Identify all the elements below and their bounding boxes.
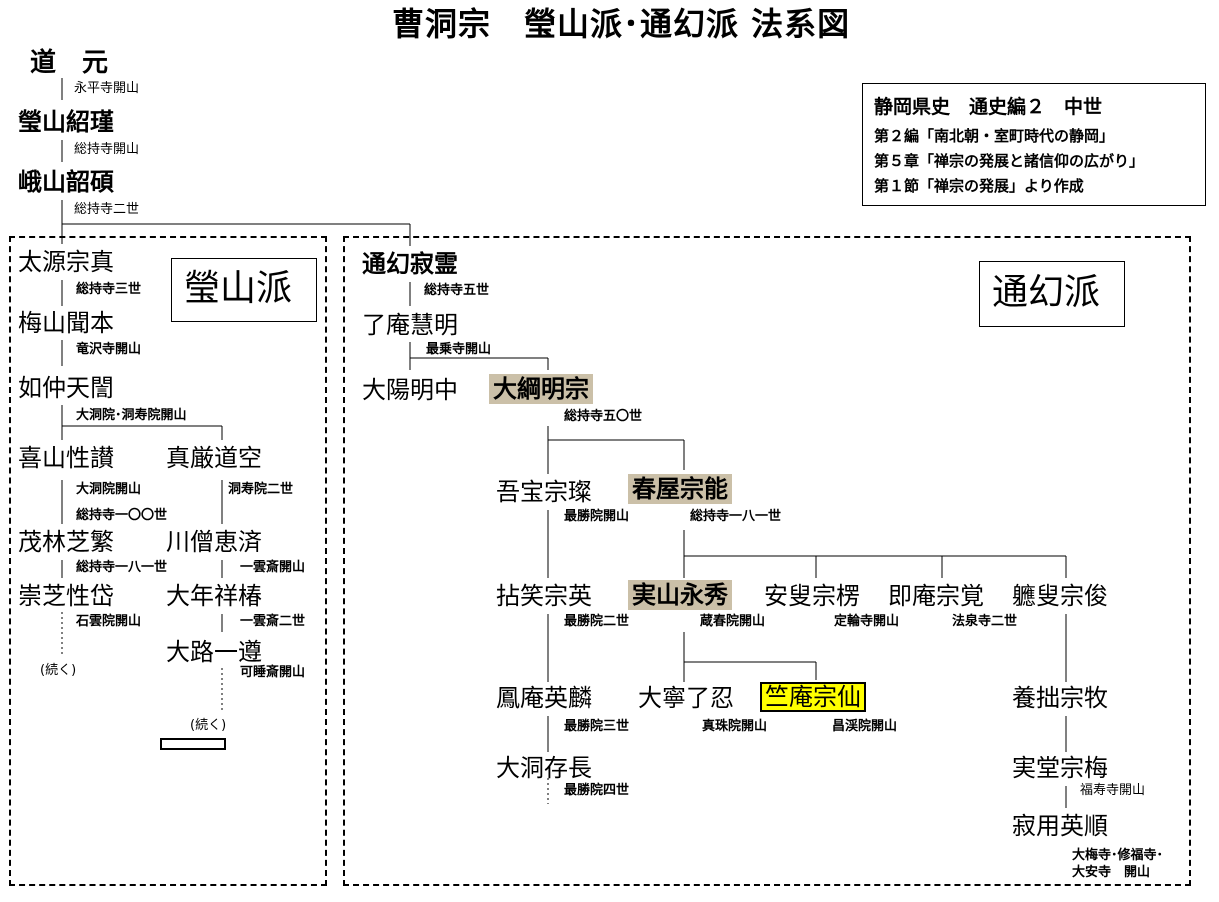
monk-name-daiko: 大綱明宗: [489, 374, 593, 404]
monk-name-baisan: 梅山聞本: [18, 309, 114, 337]
source-line-3: 第５章「禅宗の発展と諸信仰の広がり」: [874, 152, 1145, 170]
monk-note-ansou: 定輪寺開山: [834, 614, 900, 629]
monk-note-houan: 最勝院三世: [564, 719, 630, 734]
tsugen-group-frame: [343, 236, 1191, 886]
monk-name-yosetsu: 養拙宗牧: [1012, 684, 1108, 712]
continued-keizan-left: (続く): [40, 663, 77, 678]
monk-note-chikuan: 昌渓院開山: [832, 719, 898, 734]
monk-name-gasan: 峨山韶碩: [18, 168, 114, 196]
monk-note-shunoku: 総持寺一八一世: [690, 509, 782, 524]
source-line-1: 静岡県史 通史編２ 中世: [874, 96, 1103, 118]
continued-marker-bar: [160, 738, 226, 750]
monk-note-sushi: 石雲院開山: [76, 614, 142, 629]
monk-name-daito: 大洞存長: [496, 754, 592, 782]
page-title: 曹洞宗 瑩山派･通幻派 法系図: [392, 5, 851, 43]
monk-note-daito: 最勝院四世: [564, 783, 630, 798]
monk-note-morin: 総持寺一八一世: [76, 560, 168, 575]
tsugen-group-label-box: 通幻派: [979, 261, 1125, 327]
source-line-2: 第２編「南北朝・室町時代の静岡」: [874, 127, 1115, 145]
monk-note-dogen: 永平寺開山: [74, 81, 140, 96]
monk-name-ryoan: 了庵慧明: [362, 311, 458, 339]
keizan-group-label: 瑩山派: [184, 268, 293, 309]
monk-note-tsugen: 総持寺五世: [424, 283, 490, 298]
monk-name-sushi: 崇芝性岱: [18, 582, 114, 610]
monk-note-nensho: 最勝院二世: [564, 614, 630, 629]
monk-note-gasan: 総持寺二世: [74, 202, 140, 217]
monk-note2-kisan: 総持寺一〇〇世: [76, 508, 168, 523]
monk-name-keizan: 瑩山紹瑾: [18, 108, 114, 136]
monk-name-dainei: 大寧了忍: [638, 684, 734, 712]
monk-name-sensou: 川僧恵済: [166, 528, 262, 556]
monk-name-sokuan: 即庵宗覚: [888, 582, 984, 610]
monk-note-dairo: 可睡斎開山: [240, 665, 306, 680]
keizan-group-frame: [9, 236, 327, 886]
monk-note-daiko: 総持寺五〇世: [564, 409, 643, 424]
monk-name-taiyo: 大陽明中: [362, 376, 458, 404]
continued-keizan-right: (続く): [190, 718, 227, 733]
monk-name-dainen: 大年祥椿: [166, 582, 262, 610]
monk-name-shunoku: 春屋宗能: [628, 474, 732, 504]
monk-note-jochu: 大洞院･洞寿院開山: [76, 408, 187, 423]
monk-name-houan: 鳳庵英麟: [496, 684, 592, 712]
monk-name-jitsudo: 実堂宗梅: [1012, 754, 1108, 782]
source-line-4: 第１節「禅宗の発展」より作成: [874, 177, 1084, 195]
monk-note-shingon: 洞寿院二世: [228, 482, 294, 497]
monk-note-kisan: 大洞院開山: [76, 482, 142, 497]
monk-note-jitsudo: 福寿寺開山: [1080, 783, 1146, 798]
source-box: 静岡県史 通史編２ 中世 第２編「南北朝・室町時代の静岡」 第５章「禅宗の発展と…: [862, 83, 1206, 206]
monk-name-ansou: 安叟宗楞: [764, 582, 860, 610]
monk-name-jochu: 如仲天誾: [18, 374, 114, 402]
monk-name-tsugen: 通幻寂霊: [362, 250, 458, 278]
monk-note-taigen: 総持寺三世: [76, 282, 142, 297]
monk-note-jakuyo: 大梅寺･修福寺･: [1072, 848, 1164, 863]
monk-note2-jakuyo: 大安寺 開山: [1072, 865, 1151, 880]
monk-name-nensho: 拈笑宗英: [496, 582, 592, 610]
monk-note-jitsuzan: 蔵春院開山: [700, 614, 766, 629]
monk-name-goho: 吾宝宗璨: [496, 478, 592, 506]
monk-name-chikuan: 竺庵宗仙: [760, 682, 866, 712]
tsugen-group-label: 通幻派: [992, 272, 1101, 313]
monk-name-jakuyo: 寂用英順: [1012, 812, 1108, 840]
monk-name-jitsuzan: 実山永秀: [628, 580, 732, 610]
monk-name-shingon: 真厳道空: [166, 444, 262, 472]
monk-note-keizan: 総持寺開山: [74, 142, 140, 157]
monk-name-morin: 茂林芝繁: [18, 528, 114, 556]
monk-name-taigen: 太源宗真: [18, 248, 114, 276]
monk-note-goho: 最勝院開山: [564, 509, 630, 524]
monk-name-kisan: 喜山性讃: [18, 444, 114, 472]
monk-note-ryoan: 最乗寺開山: [426, 342, 492, 357]
monk-name-gesou: 軈叟宗俊: [1012, 582, 1108, 610]
keizan-group-label-box: 瑩山派: [171, 258, 317, 322]
monk-name-dairo: 大路一遵: [166, 638, 262, 666]
monk-note-sokuan: 法泉寺二世: [952, 614, 1018, 629]
monk-note-sensou: 一雲斎開山: [240, 560, 306, 575]
monk-note-dainei: 真珠院開山: [702, 719, 768, 734]
monk-name-dogen: 道 元: [30, 48, 109, 78]
monk-note-baisan: 竜沢寺開山: [76, 342, 142, 357]
monk-note-dainen: 一雲斎二世: [240, 614, 306, 629]
